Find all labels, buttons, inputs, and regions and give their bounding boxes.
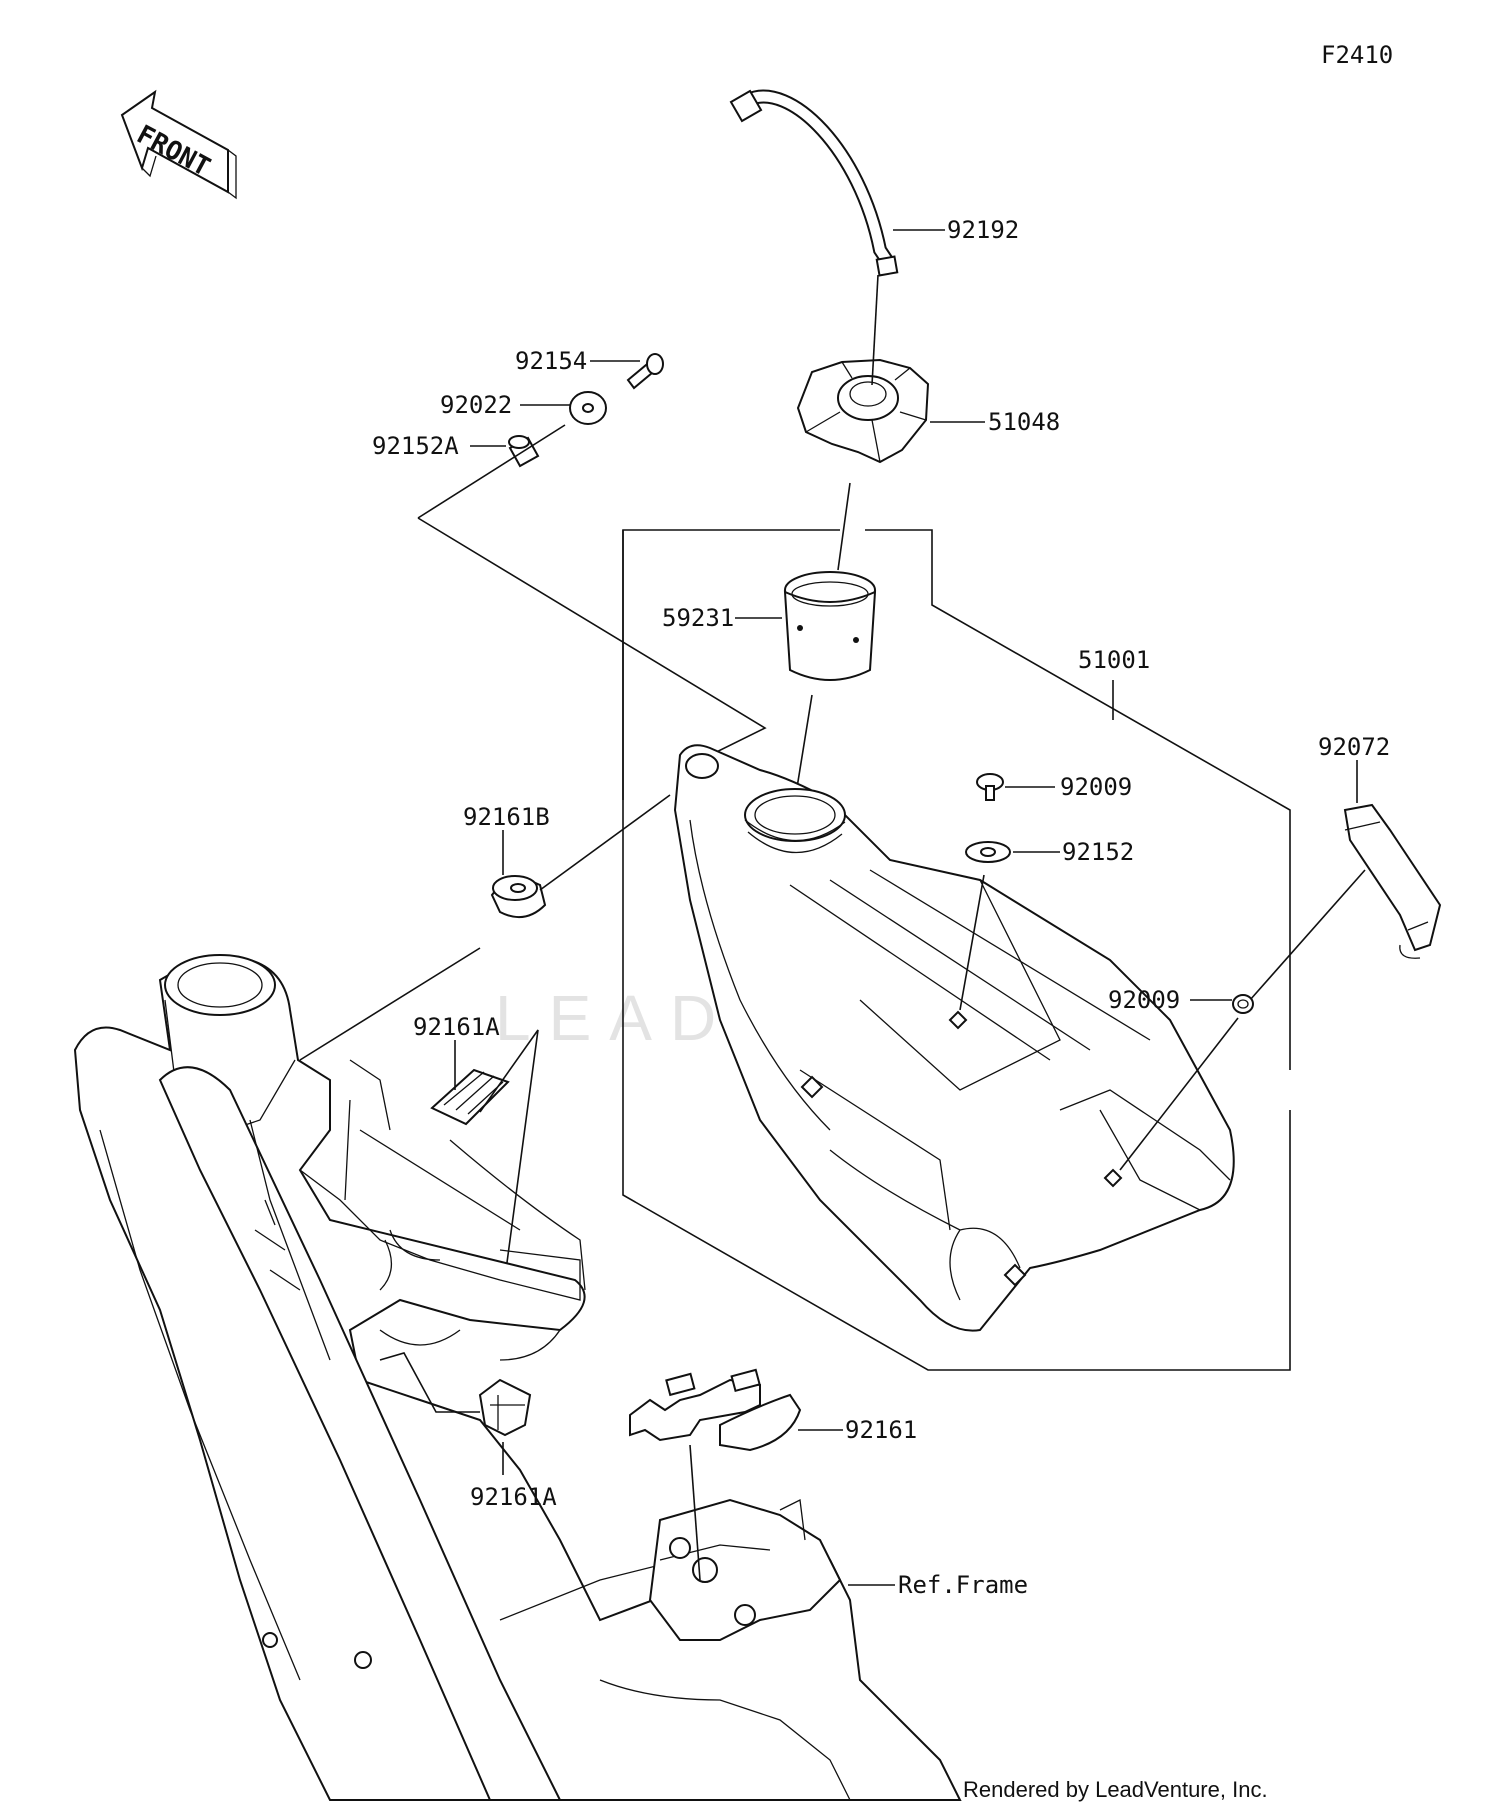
callout-92009-upper: 92009 [1060, 773, 1132, 801]
front-arrow-icon: FRONT [120, 89, 237, 200]
callout-92009-lower: 92009 [1108, 986, 1180, 1014]
fuel-cap-51048 [796, 358, 930, 464]
frame-assembly [73, 954, 962, 1801]
callout-92152: 92152 [1062, 838, 1134, 866]
callout-92161A-upper: 92161A [413, 1013, 500, 1041]
bolt-92154 [626, 353, 664, 390]
grommet-92152 [965, 841, 1011, 863]
credit-text: Rendered by LeadVenture, Inc. [963, 1777, 1268, 1802]
collar-92152A [508, 435, 540, 468]
grommet-92161B [490, 875, 547, 919]
damper-92161A-upper [430, 1068, 510, 1126]
callout-51048: 51048 [988, 408, 1060, 436]
bolt-92009-lower [1232, 994, 1254, 1014]
callout-92152A: 92152A [372, 432, 459, 460]
bolt-92009-upper [976, 773, 1004, 801]
fuel-tank-51001 [673, 744, 1235, 1332]
callout-92161B: 92161B [463, 803, 550, 831]
callout-92161A-lower: 92161A [470, 1483, 557, 1511]
damper-92161 [629, 1368, 802, 1452]
breather-hose-92192 [729, 89, 899, 277]
strap-92072 [1343, 803, 1442, 959]
callout-92022: 92022 [440, 391, 512, 419]
callout-ref-frame: Ref.Frame [898, 1571, 1028, 1599]
figure-code: F2410 [1321, 41, 1393, 69]
callout-51001: 51001 [1078, 646, 1150, 674]
damper-92161A-lower [478, 1378, 532, 1437]
callout-92192: 92192 [947, 216, 1019, 244]
callout-92161: 92161 [845, 1416, 917, 1444]
callout-59231: 59231 [662, 604, 734, 632]
filter-59231 [783, 571, 877, 681]
callout-92154: 92154 [515, 347, 587, 375]
callout-92072: 92072 [1318, 733, 1390, 761]
washer-92022 [569, 391, 607, 425]
